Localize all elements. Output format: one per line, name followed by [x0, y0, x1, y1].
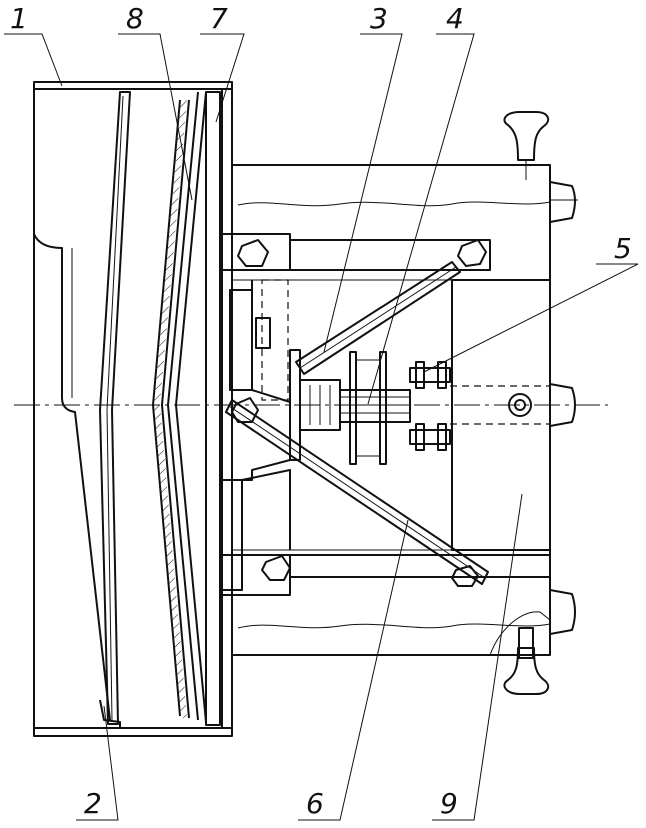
callout-label-1: 1 [10, 2, 28, 35]
central-mechanism [289, 349, 550, 465]
link-rods [225, 261, 489, 585]
callout-label-4: 4 [446, 2, 464, 35]
callout-label-9: 9 [440, 787, 458, 820]
plate-7 [205, 91, 221, 726]
callout-label-7: 7 [210, 2, 228, 35]
callout-leaders [4, 33, 639, 821]
callout-label-3: 3 [370, 2, 388, 35]
callout-label-5: 5 [614, 232, 632, 265]
housing-outline [33, 81, 233, 737]
callout-label-8: 8 [126, 2, 144, 35]
callout-label-6: 6 [306, 787, 324, 820]
callout-label-2: 2 [84, 787, 102, 820]
frame-2 [99, 91, 131, 728]
body-9 [221, 164, 551, 656]
conical-membrane-8 [152, 91, 207, 723]
hex-nuts [231, 239, 487, 587]
right-studs [503, 111, 578, 695]
